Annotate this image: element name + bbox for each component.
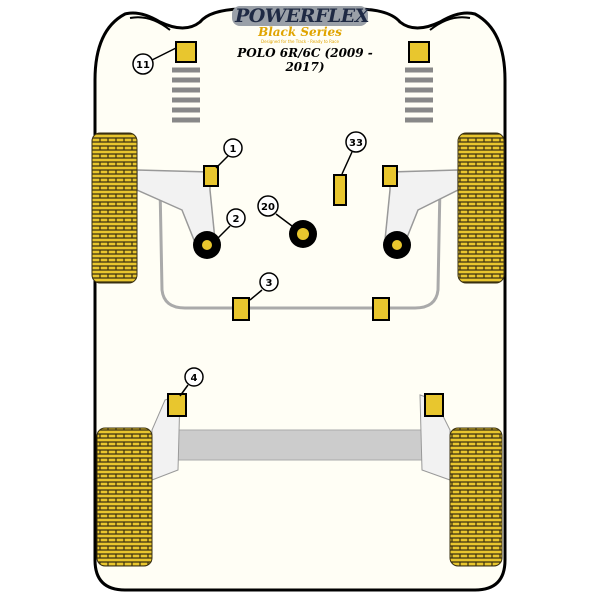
rear-right-wheel [449,427,503,567]
rear-beam [167,429,433,461]
rear-bush-right [424,393,444,417]
logo-brand: POWERFLEX [232,6,370,26]
arb-bush-right [372,297,390,321]
callout-20: 20 [261,202,275,213]
left-spring [172,67,200,123]
gearbox-mount-bush [333,174,347,206]
callout-2: 2 [233,214,240,225]
callout-3: 3 [266,278,273,289]
model-title: POLO 6R/6C (2009 - 2017) [237,46,373,74]
top-mount-right [408,41,430,63]
top-mount-left [175,41,197,63]
front-left-wheel [91,132,138,284]
front-subframe [158,184,442,310]
bush-1-right [382,165,398,187]
callout-4: 4 [191,373,198,384]
logo-tagline: Designed for the Track - Ready to Race [261,39,339,44]
callout-11: 11 [136,60,150,71]
callout-1: 1 [230,144,237,155]
right-spring [405,67,433,123]
logo-series: Black Series [258,25,342,39]
car-body-outline [93,7,507,592]
bush-1-left [203,165,219,187]
arb-bush-left [232,297,250,321]
front-right-wheel [457,132,505,284]
callout-33: 33 [349,138,363,149]
rear-left-wheel [96,427,153,567]
rear-bush-left [167,393,187,417]
powerflex-logo: POWERFLEX Black Series Designed for the … [232,6,370,45]
